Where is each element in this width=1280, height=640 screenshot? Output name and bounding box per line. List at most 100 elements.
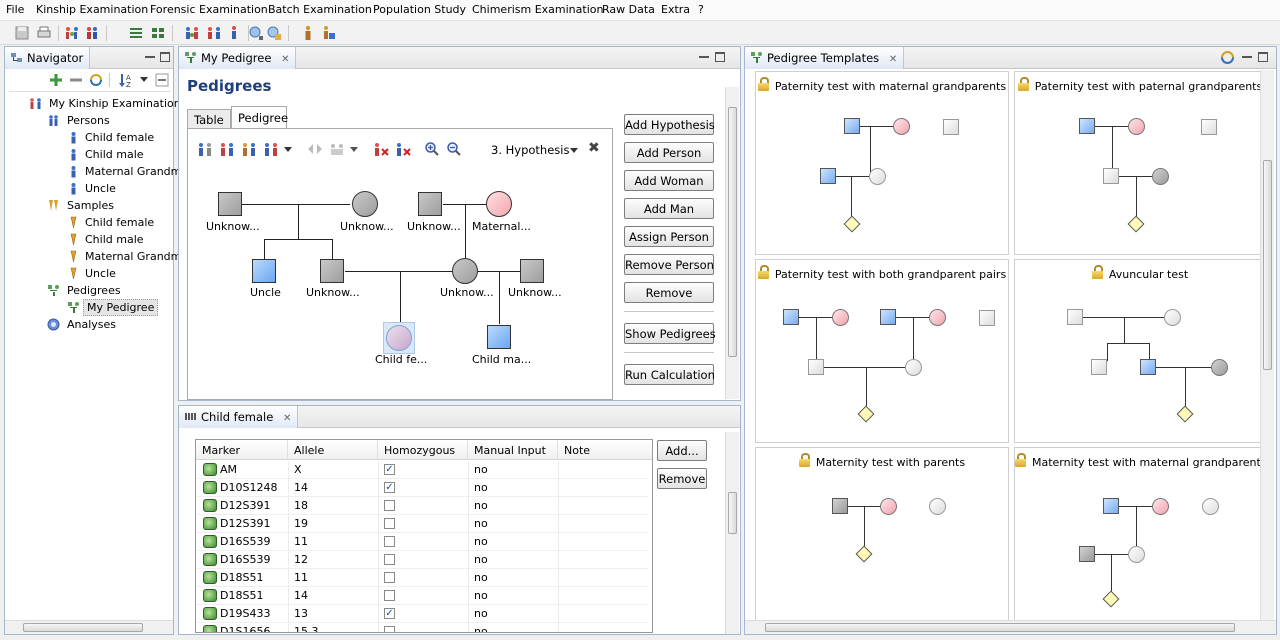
add-dropdown-icon[interactable] [284,147,292,152]
close-tab-icon[interactable]: ✕ [282,413,292,424]
column-note[interactable]: Note [564,444,591,457]
swap-icon[interactable] [306,141,324,157]
menu-batch-examination[interactable]: Batch Examination [268,3,372,16]
person-assign-icon[interactable] [320,25,336,41]
homozygous-checkbox[interactable] [384,572,395,583]
tab-my-pedigree[interactable]: My Pedigree ✕ [179,47,297,69]
population-list-icon[interactable] [128,25,144,41]
tab-pedigree-templates[interactable]: Pedigree Templates ✕ [745,47,905,69]
column-marker[interactable]: Marker [196,440,288,460]
pedigree-male-unknown-father[interactable] [320,259,344,283]
tree-pedigree-my-pedigree[interactable]: My Pedigree [67,299,159,316]
add-parents-icon[interactable] [196,141,214,157]
menu-kinship-examination[interactable]: Kinship Examination [36,3,149,16]
remove-button[interactable]: Remove [624,282,714,303]
templates-horizontal-scrollbar[interactable] [745,620,1276,634]
sort-dropdown-icon[interactable] [140,77,148,82]
add-person-button[interactable]: Add Person [624,142,714,163]
pedigree-female-unknown-mother[interactable] [452,258,478,284]
close-hypothesis-icon[interactable]: ✖ [588,140,600,156]
menu-forensic-examination[interactable]: Forensic Examination [150,3,268,16]
editor-vertical-scrollbar[interactable] [725,87,739,399]
add-sibling-icon[interactable] [240,141,258,157]
menu-population-study[interactable]: Population Study [373,3,467,16]
homozygous-checkbox[interactable] [384,500,395,511]
template-card[interactable]: Paternity test with paternal grandparent… [1014,71,1266,255]
tree-sample-child-male[interactable]: Child male [67,231,144,248]
link-dropdown-icon[interactable] [350,147,358,152]
link-icon[interactable] [328,141,346,157]
collapse-all-icon[interactable] [155,73,169,87]
column-manual-input[interactable]: Manual Input [468,440,558,460]
tree-node-persons[interactable]: Persons [47,112,110,129]
run-calculation-button[interactable]: Run Calculation [624,364,715,385]
sync-icon[interactable] [89,73,103,87]
zoom-out-icon[interactable] [446,141,462,157]
sort-icon[interactable]: AZ [119,72,135,88]
scrollbar-thumb[interactable] [765,623,1235,632]
homozygous-checkbox[interactable] [384,518,395,529]
sample-vertical-scrollbar[interactable] [725,432,739,634]
navigator-maximize-button[interactable] [160,52,170,62]
menu-extra[interactable]: Extra [661,3,691,16]
navigator-horizontal-scrollbar[interactable] [5,620,173,634]
sync-icon[interactable] [1220,50,1235,65]
homozygous-checkbox[interactable] [384,554,395,565]
menu-chimerism-examination[interactable]: Chimerism Examination [472,3,604,16]
tree-sample-maternal-grandmother[interactable]: Maternal Grandm [67,248,181,265]
homozygous-checkbox[interactable] [384,590,395,601]
template-card[interactable]: Maternity test with maternal grandparent… [1014,447,1267,621]
population-grid-icon[interactable] [150,25,166,41]
close-tab-icon[interactable]: ✕ [888,54,898,65]
template-card[interactable]: Avuncular test [1014,259,1266,443]
remove-person-button[interactable]: Remove Person [624,254,714,275]
family-add-icon[interactable] [184,25,200,41]
tree-root-kinship-examination[interactable]: My Kinship Examination [29,95,181,112]
column-allele[interactable]: Allele [288,440,378,460]
tree-node-pedigrees[interactable]: Pedigrees [47,282,121,299]
hypothesis-dropdown-icon[interactable] [570,148,578,153]
tree-node-analyses[interactable]: Analyses [47,316,116,333]
menu-raw-data[interactable]: Raw Data [602,3,655,16]
print-icon[interactable] [36,25,52,41]
menu-help[interactable]: ? [698,3,704,16]
add-hypothesis-button[interactable]: Add Hypothesis [624,114,715,135]
globe-export-icon[interactable] [266,25,282,41]
remove-allele-button[interactable]: Remove [657,468,707,489]
tab-child-female[interactable]: Child female ✕ [179,406,299,428]
templates-maximize-button[interactable] [1258,52,1268,62]
zoom-in-icon[interactable] [424,141,440,157]
family-group-icon[interactable] [226,25,242,41]
subtab-pedigree[interactable]: Pedigree [231,106,288,129]
templates-minimize-button[interactable] [1242,52,1252,58]
subtab-table[interactable]: Table [187,109,231,128]
scrollbar-thumb[interactable] [728,492,737,534]
navigator-minimize-button[interactable] [145,52,155,58]
menu-file[interactable]: File [6,3,25,16]
scrollbar-thumb[interactable] [728,107,737,357]
pedigree-male-child[interactable] [487,325,511,349]
homozygous-checkbox[interactable]: ✓ [384,464,395,475]
tree-person-child-female[interactable]: Child female [67,129,154,146]
family-extend-icon[interactable] [206,25,222,41]
template-card[interactable]: Maternity test with parents [755,447,1009,621]
template-card[interactable]: Paternity test with maternal grandparent… [755,71,1009,255]
template-card[interactable]: Paternity test with both grandparent pai… [755,259,1009,443]
scrollbar-thumb[interactable] [1263,160,1272,370]
show-pedigrees-button[interactable]: Show Pedigrees [624,323,716,344]
delete-family-icon[interactable] [394,141,412,157]
tree-sample-uncle[interactable]: Uncle [67,265,116,282]
hypothesis-compare-icon[interactable] [84,25,100,41]
scrollbar-thumb[interactable] [23,623,143,632]
tree-person-maternal-grandmother[interactable]: Maternal Grandm [67,163,181,180]
pedigree-male-uncle[interactable] [252,259,276,283]
tree-sample-child-female[interactable]: Child female [67,214,154,231]
